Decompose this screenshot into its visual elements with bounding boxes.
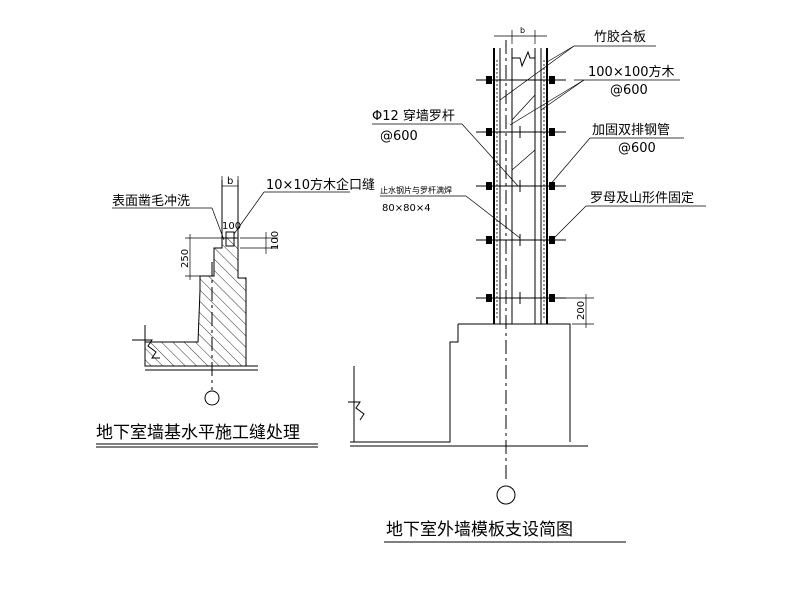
right-dim-200-text: 200	[576, 301, 587, 320]
leader-pipe	[548, 137, 591, 187]
nut	[549, 182, 555, 190]
label-timber-spacing: @600	[610, 83, 648, 98]
leader-timber-2	[509, 79, 585, 126]
inner-line	[511, 94, 536, 121]
left-title: 地下室墙基水平施工缝处理	[96, 423, 300, 443]
top-break	[512, 50, 535, 68]
left-detail: b 100 100 250 表面凿毛冲洗 10×10方木企口缝 地下室墙基水平施…	[96, 176, 375, 448]
leader-board-2	[499, 45, 575, 101]
leader-surface	[211, 207, 225, 241]
label-board: 竹胶合板	[594, 29, 646, 45]
nut	[549, 76, 555, 84]
label-surface: 表面凿毛冲洗	[112, 194, 190, 209]
left-dim-b-text: b	[227, 176, 233, 187]
leader-timber-1	[540, 79, 585, 111]
nut	[486, 294, 492, 302]
label-joint: 10×10方木企口缝	[266, 177, 375, 193]
left-dim-100-top: 100	[222, 221, 241, 232]
break-symbol	[132, 339, 160, 359]
label-bolt-spacing: @600	[380, 129, 418, 144]
leader-bolt	[461, 123, 519, 187]
label-waterstop: 止水钢片与罗杆满焊	[380, 185, 452, 195]
nut	[486, 76, 492, 84]
label-nut: 罗母及山形件固定	[590, 191, 694, 206]
nut	[486, 236, 492, 244]
right-detail: b 200 竹胶合板 100×100方木 @600 Φ12 穿墙罗杆 @600 …	[348, 26, 706, 543]
left-wall-section	[144, 237, 247, 367]
left-axis-bubble	[204, 390, 220, 406]
right-axis-bubble	[496, 485, 516, 505]
left-dim-100-side: 100	[270, 231, 281, 250]
nut	[486, 182, 492, 190]
label-bolt: Φ12 穿墙罗杆	[372, 108, 455, 124]
inner-line	[511, 149, 536, 171]
wall-internal-lines	[511, 94, 536, 171]
leader-board-1	[546, 45, 575, 63]
footing-top	[458, 323, 571, 442]
left-dim-250-text: 250	[180, 249, 191, 268]
label-pipe: 加固双排钢管	[592, 123, 670, 138]
joint-key	[225, 231, 235, 247]
label-waterstop-size: 80×80×4	[382, 203, 431, 214]
leader-joint	[233, 191, 265, 235]
leader-waterstop	[465, 195, 521, 239]
nut	[549, 128, 555, 136]
footing-left-step	[350, 324, 459, 443]
leader-nut	[551, 205, 587, 241]
label-pipe-spacing: @600	[618, 141, 656, 156]
right-title: 地下室外墙模板支设简图	[386, 520, 573, 540]
right-break-symbol	[348, 401, 365, 421]
right-dim-b-text: b	[520, 26, 525, 35]
label-timber: 100×100方木	[588, 64, 675, 80]
nut	[486, 128, 492, 136]
